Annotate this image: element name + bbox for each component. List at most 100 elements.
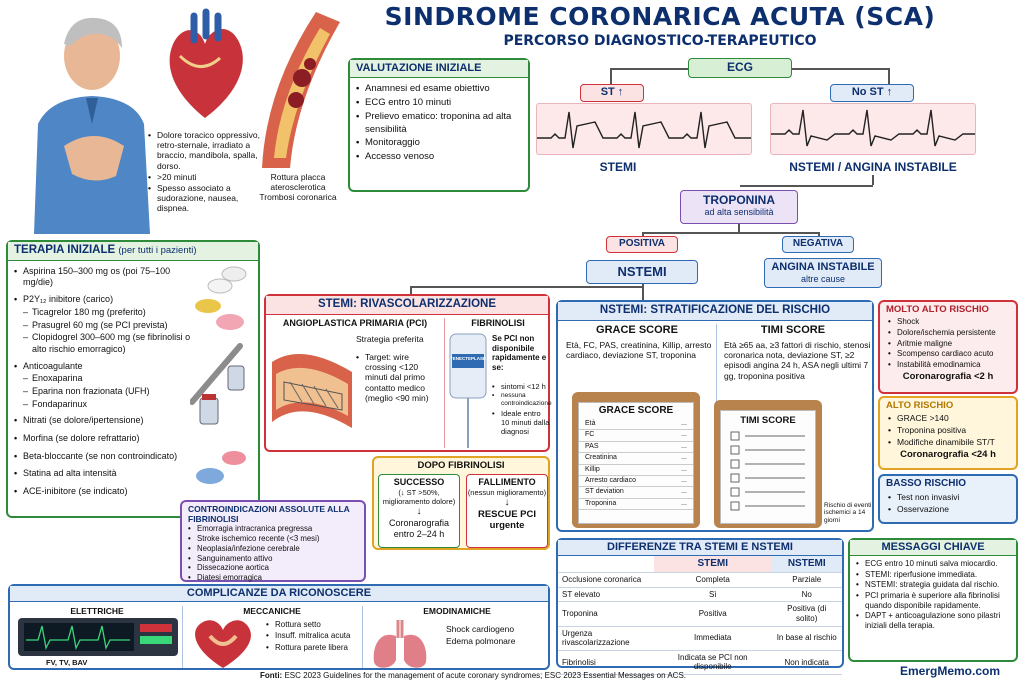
- grace-row: Killip...: [579, 465, 693, 476]
- table-cell: Positiva (di solito): [771, 601, 842, 627]
- table-cell: No: [771, 587, 842, 603]
- fallimento-result: RESCUE PCI urgente: [477, 508, 537, 532]
- successo-result: Coronarografia entro 2–24 h: [388, 517, 450, 539]
- table-cell: Fibrinolisi: [558, 650, 654, 675]
- alto-item: GRACE >140: [888, 413, 1008, 424]
- page-subtitle: PERCORSO DIAGNOSTICO-TERAPEUTICO: [503, 33, 817, 49]
- grace-title: GRACE SCORE: [596, 324, 678, 336]
- troponina-sub: ad alta sensibilità: [704, 207, 774, 218]
- heart-icon: [169, 8, 243, 118]
- grace-row: Arresto cardiaco...: [579, 476, 693, 488]
- valutazione-panel: VALUTAZIONE INIZIALE Anamnesi ed esame o…: [348, 58, 530, 192]
- plaque-rupture-illustration: [262, 12, 340, 168]
- controind-title: CONTROINDICAZIONI ASSOLUTE ALLA FIBRINOL…: [188, 504, 350, 525]
- valutazione-item: ECG entro 10 minuti: [356, 97, 522, 110]
- grace-row-dots: ...: [681, 454, 687, 462]
- molto-item: Shock: [888, 317, 1008, 327]
- alto-title: ALTO RISCHIO: [886, 400, 954, 411]
- messaggi-item: STEMI: riperfusione immediata.: [856, 570, 1010, 580]
- terapia-panel: TERAPIA INIZIALE (per tutti i pazienti) …: [6, 240, 260, 518]
- brand-logo[interactable]: EmergMemo.com: [899, 664, 1001, 678]
- table-cell: Urgenza rivascolarizzazione: [558, 626, 654, 651]
- messaggi-list: ECG entro 10 minuti salva miocardio. STE…: [850, 556, 1016, 634]
- symptom-item: >20 minuti: [148, 172, 260, 182]
- table-cell: Parziale: [771, 572, 842, 588]
- messaggi-item: ECG entro 10 minuti salva miocardio.: [856, 559, 1010, 569]
- grace-row-dots: ...: [681, 488, 687, 496]
- terapia-title-note: (per tutti i pazienti): [118, 245, 197, 256]
- iv-bag-icon: [449, 333, 487, 448]
- nstemi-strat-panel: NSTEMI: STRATIFICAZIONE DEL RISCHIO GRAC…: [556, 300, 874, 532]
- terapia-item: Morfina (se dolore refrattario): [14, 433, 202, 445]
- terapia-subitem: Eparina non frazionata (UFH): [14, 386, 202, 398]
- grace-row: Età...: [579, 419, 693, 431]
- pci-title: ANGIOPLASTICA PRIMARIA (PCI): [282, 318, 428, 328]
- molto-list: Shock Dolore/ischemia persistente Aritmi…: [880, 317, 1016, 369]
- fib-cond: Se PCI non disponibile rapidamente e se:: [492, 334, 547, 372]
- grace-row: FC...: [579, 430, 693, 442]
- symptom-item: Spesso associato a sudorazione, nausea, …: [148, 183, 260, 214]
- elettriche-caption: FV, TV, BAV: [46, 658, 88, 667]
- table-cell: Indicata se PCI non disponibile: [654, 650, 772, 675]
- controind-list: Emorragia intracranica pregressa Stroke …: [182, 525, 364, 583]
- grace-rows: Età...FC...PAS...Creatinina...Killip...A…: [579, 419, 693, 511]
- controind-item: Sanguinamento attivo: [188, 554, 358, 564]
- basso-item: Test non invasivi: [888, 492, 1008, 503]
- col-stemi: STEMI: [654, 556, 772, 574]
- meccaniche-item: Rottura parete libera: [266, 643, 360, 654]
- basso-list: Test non invasivi Osservazione: [880, 492, 1016, 514]
- terapia-subitem: Clopidogrel 300–600 mg (se fibrinolisi o…: [14, 332, 202, 355]
- terapia-subitem: Prasugrel 60 mg (se PCI prevista): [14, 320, 202, 332]
- molto-title: MOLTO ALTO RISCHIO: [886, 304, 989, 315]
- page-title: SINDROME CORONARICA ACUTA (SCA): [384, 2, 936, 31]
- nstemi-ua-label: NSTEMI / ANGINA INSTABILE: [789, 160, 957, 174]
- grace-row-label: Killip: [585, 465, 600, 473]
- fib-item: sintomi <12 h: [492, 382, 550, 391]
- grace-row-dots: ...: [681, 476, 687, 484]
- grace-row-dots: ...: [681, 499, 687, 507]
- meccaniche-list: Rottura setto Insuff. mitralica acuta Ro…: [266, 620, 360, 654]
- terapia-item: ACE-inibitore (se indicato): [14, 486, 202, 498]
- basso-panel: BASSO RISCHIO Test non invasivi Osservaz…: [878, 474, 1018, 524]
- terapia-item: Anticoagulante: [14, 361, 202, 373]
- troponina-positiva: POSITIVA: [606, 236, 678, 253]
- emodinamiche-item: Edema polmonare: [446, 635, 516, 646]
- grace-row-dots: ...: [681, 442, 687, 450]
- symptom-item: Dolore toracico oppressivo, retro-sterna…: [148, 130, 260, 171]
- ecg-box: ECG: [688, 58, 792, 78]
- molto-item: Aritmie maligne: [888, 339, 1008, 349]
- messaggi-title: MESSAGGI CHIAVE: [850, 540, 1016, 557]
- grace-row-label: PAS: [585, 442, 599, 450]
- ecg-nstemi-trace: [770, 103, 976, 155]
- emodinamiche-list: Shock cardiogeno Edema polmonare: [446, 624, 546, 648]
- troponina-title: TROPONINA: [703, 193, 775, 207]
- messaggi-item: NSTEMI: strategia guidata dal rischio.: [856, 580, 1010, 590]
- grace-row: ST deviation...: [579, 487, 693, 499]
- valutazione-item: Anamnesi ed esame obiettivo: [356, 83, 522, 96]
- grace-row-label: Età: [585, 420, 596, 427]
- stemi-riv-panel: STEMI: RIVASCOLARIZZAZIONE ANGIOPLASTICA…: [264, 294, 552, 452]
- grace-row-label: Arresto cardiaco: [585, 476, 636, 484]
- molto-result: Coronarografia <2 h: [902, 371, 994, 383]
- lungs-icon: [373, 620, 427, 668]
- terapia-list: Aspirina 150–300 mg os (poi 75–100 mg/di…: [8, 261, 208, 504]
- grace-row-label: ST deviation: [585, 488, 624, 496]
- footer-sources: Fonti: ESC 2023 Guidelines for the manag…: [260, 671, 820, 681]
- differenze-title: DIFFERENZE TRA STEMI E NSTEMI: [558, 540, 842, 557]
- controind-item: Stroke ischemico recente (<3 mesi): [188, 534, 358, 544]
- timi-title: TIMI SCORE: [760, 324, 826, 336]
- table-cell: Sì: [654, 587, 772, 603]
- messaggi-item: PCI primaria è superiore alla fibrinolis…: [856, 591, 1010, 610]
- table-cell: Completa: [654, 572, 772, 588]
- fallimento-sub: (nessun miglioramento): [467, 487, 547, 497]
- fonti-label: Fonti:: [260, 671, 283, 680]
- table-cell: In base al rischio: [771, 626, 842, 651]
- dopo-title: DOPO FIBRINOLISI: [417, 460, 505, 471]
- fonti-text: ESC 2023 Guidelines for the management o…: [284, 671, 687, 680]
- terapia-subitem: Ticagrelor 180 mg (preferito): [14, 307, 202, 319]
- valutazione-list: Anamnesi ed esame obiettivo ECG entro 10…: [350, 78, 528, 170]
- table-cell: Positiva: [654, 601, 772, 627]
- terapia-title: TERAPIA INIZIALE: [14, 244, 116, 256]
- grace-row-label: Troponina: [585, 499, 617, 507]
